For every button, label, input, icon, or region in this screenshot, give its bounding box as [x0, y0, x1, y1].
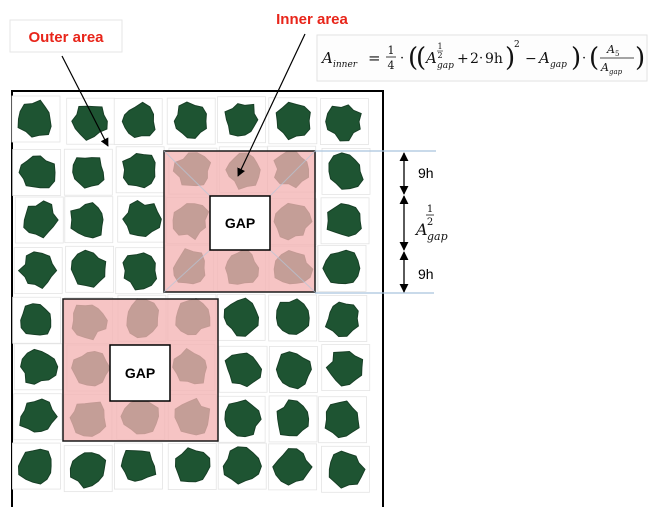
svg-text:(: ( — [416, 43, 426, 73]
svg-text:=: = — [368, 49, 381, 67]
svg-text:inner: inner — [333, 60, 358, 70]
tree-canopy — [17, 448, 52, 485]
svg-text:): ) — [505, 43, 515, 73]
svg-text:2: 2 — [437, 51, 442, 60]
dimension-guides — [315, 150, 436, 294]
tree-canopy — [324, 400, 360, 439]
tree-canopy — [20, 303, 52, 336]
svg-text:A: A — [424, 49, 437, 67]
svg-text:·: · — [400, 51, 404, 66]
tree-canopy — [326, 203, 362, 237]
tree-canopy — [122, 252, 158, 291]
svg-text:1: 1 — [388, 44, 395, 57]
svg-text:gap: gap — [609, 68, 623, 76]
svg-text:·: · — [479, 51, 483, 66]
svg-text:4: 4 — [388, 59, 395, 72]
outer-area-label-box — [9, 19, 123, 53]
dimension-bottom-label: 9h — [418, 266, 434, 282]
tree-canopy — [120, 449, 157, 482]
svg-text:·: · — [582, 51, 586, 66]
tree-canopy — [275, 351, 312, 390]
svg-text:A: A — [414, 220, 428, 239]
tree-canopy — [69, 452, 107, 489]
tree-canopy — [275, 101, 311, 141]
area-formula: A inner = 1 4 · ( ( A 1 2 gap + 2 · 9h )… — [316, 34, 648, 82]
svg-text:A: A — [537, 49, 550, 67]
tree-canopy — [328, 152, 364, 190]
tree-canopy — [20, 348, 59, 385]
inner-area-label: Inner area — [276, 11, 348, 28]
tree-canopy — [72, 157, 105, 189]
tree-canopy — [224, 352, 263, 388]
tree-canopy — [122, 152, 156, 189]
tree-canopy — [122, 200, 162, 238]
tree-canopy — [325, 350, 364, 387]
inner-area-pointer — [237, 33, 306, 177]
svg-text:): ) — [571, 43, 581, 73]
tree-canopy — [324, 301, 359, 338]
svg-text:2: 2 — [470, 51, 479, 67]
gap-box-1 — [209, 195, 271, 251]
svg-text:A: A — [606, 43, 615, 56]
tree-canopy — [70, 249, 107, 288]
svg-text:−: − — [525, 51, 537, 67]
svg-text:): ) — [635, 43, 645, 73]
dimension-middle-label: A 1 2 gap — [414, 204, 448, 243]
svg-text:5: 5 — [615, 50, 619, 58]
tree-canopy — [23, 200, 59, 239]
tree-canopy — [272, 448, 313, 486]
svg-text:9h: 9h — [485, 51, 503, 67]
tree-canopy — [71, 105, 108, 141]
outer-area-pointer — [61, 55, 109, 147]
gap-label-1: GAP — [225, 215, 255, 231]
tree-canopy — [174, 447, 211, 483]
svg-text:+: + — [457, 51, 469, 67]
svg-text:gap: gap — [437, 61, 454, 71]
outer-area-label: Outer area — [28, 29, 104, 46]
svg-text:1: 1 — [437, 42, 442, 51]
tree-canopy — [222, 446, 262, 485]
gap-box-2 — [109, 344, 171, 402]
tree-canopy — [17, 99, 52, 138]
tree-canopy — [223, 297, 260, 337]
tree-canopy — [325, 104, 362, 142]
tree-canopy — [121, 101, 156, 139]
svg-text:gap: gap — [427, 230, 448, 243]
tree-canopy — [275, 298, 310, 335]
tree-canopy — [224, 103, 259, 137]
tree-canopy — [17, 251, 58, 290]
svg-text:(: ( — [408, 43, 418, 73]
svg-text:1: 1 — [427, 204, 433, 215]
tree-canopy — [19, 398, 58, 433]
svg-text:2: 2 — [427, 217, 433, 228]
svg-text:gap: gap — [550, 60, 567, 70]
svg-text:A: A — [600, 61, 609, 74]
svg-text:2: 2 — [514, 40, 520, 50]
tree-canopy — [173, 101, 207, 139]
gap-label-2: GAP — [125, 365, 155, 381]
inner-diagonals — [163, 150, 316, 293]
tree-canopy — [70, 202, 104, 239]
dimension-top-label: 9h — [418, 165, 434, 181]
svg-text:(: ( — [589, 43, 599, 73]
tree-canopy — [276, 399, 310, 437]
tree-canopy — [224, 399, 262, 438]
svg-text:A: A — [320, 49, 333, 67]
tree-canopy — [322, 249, 361, 285]
tree-canopy — [328, 450, 366, 489]
tree-canopy — [18, 155, 56, 189]
